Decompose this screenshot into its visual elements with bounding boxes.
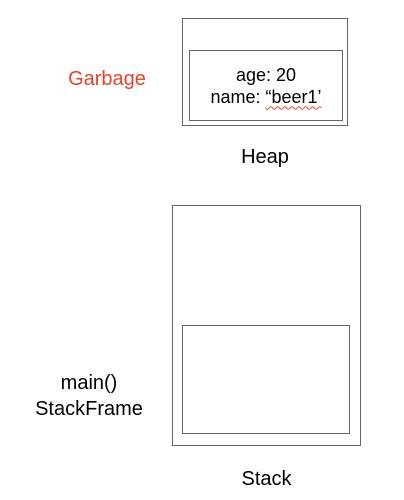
heap-box: [182, 18, 348, 126]
object-name-key: name:: [210, 86, 266, 107]
object-age-text: age: 20: [235, 64, 297, 85]
stack-frame-label: main() StackFrame: [14, 370, 164, 422]
object-name-value: “beer1’: [265, 86, 322, 107]
heap-label: Heap: [241, 146, 289, 168]
stack-frame-label-line1: main(): [60, 372, 118, 394]
stack-label: Stack: [241, 468, 292, 490]
stack-frame-label-line2: StackFrame: [35, 398, 143, 420]
object-name-line: name: “beer1’: [210, 86, 321, 108]
garbage-label: Garbage: [68, 68, 146, 90]
heap-object-box: age: 20 name: “beer1’: [189, 50, 343, 121]
stack-box: [172, 205, 361, 446]
stack-frame-box: [182, 325, 350, 434]
